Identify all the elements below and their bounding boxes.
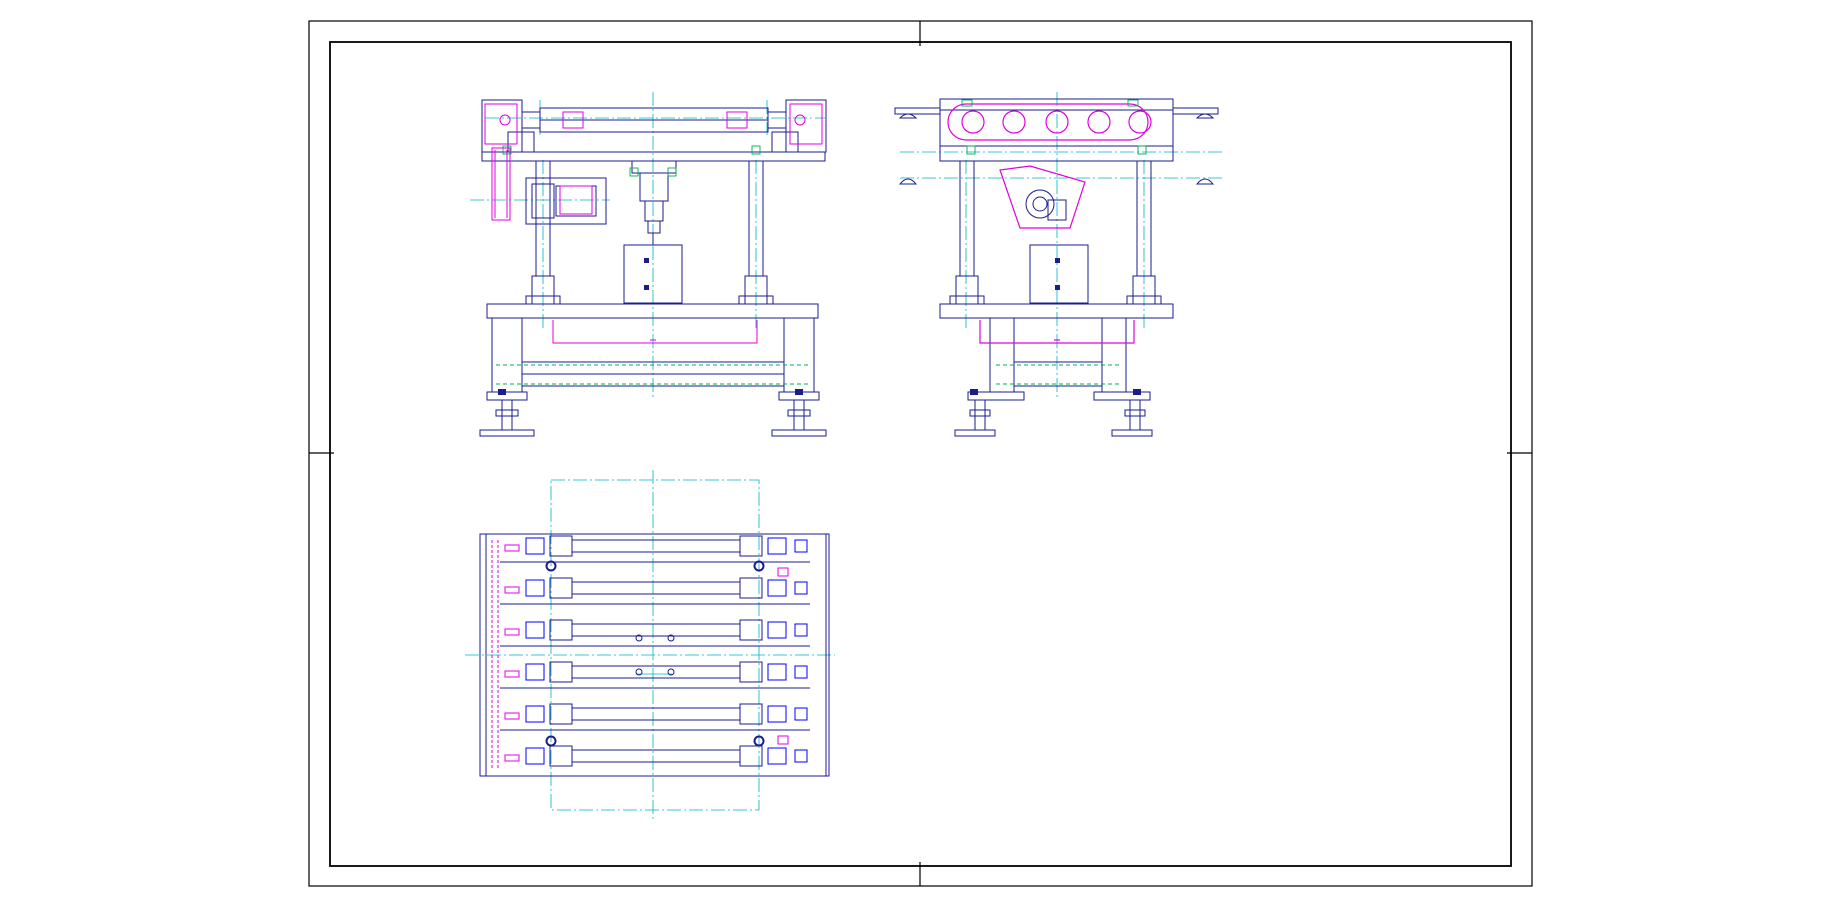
roller-row-1 xyxy=(549,535,763,557)
roller-row-5 xyxy=(549,703,763,725)
sheet-frame xyxy=(308,20,1533,887)
roller-row-2 xyxy=(549,577,763,599)
side-elevation-view xyxy=(894,92,1225,437)
front-elevation-view xyxy=(470,92,827,437)
roller-row-6 xyxy=(549,745,763,767)
roller-row-3 xyxy=(549,619,763,641)
roller-row-4 xyxy=(549,661,763,683)
top-plan-view xyxy=(465,470,835,820)
